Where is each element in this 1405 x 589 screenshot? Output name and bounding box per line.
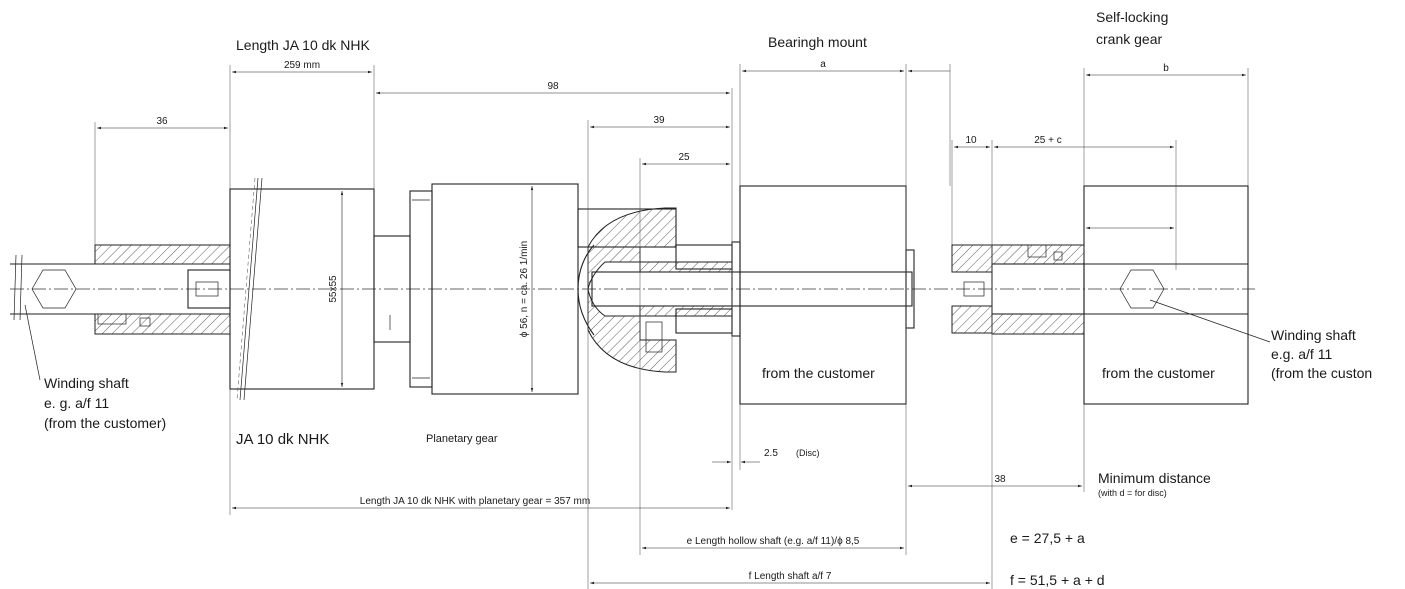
formula-f: f = 51,5 + a + d	[1010, 572, 1105, 588]
bearing-mount-label: Bearingh mount	[768, 34, 867, 50]
dim-39: 39	[653, 115, 665, 126]
dim-25: 25	[678, 152, 690, 163]
right-coupling	[951, 244, 1085, 335]
self-locking-label-1: Self-locking	[1096, 9, 1168, 25]
dim-phi-56: ϕ 56, n = ca. 26 1/min	[519, 241, 530, 338]
left-winding-shaft	[10, 244, 231, 381]
min-distance-label: Minimum distance	[1098, 470, 1211, 486]
formula-e: e = 27,5 + a	[1010, 530, 1085, 546]
planetary-gear-label: Planetary gear	[426, 433, 498, 445]
length-ja-top-label: Length JA 10 dk NHK	[236, 37, 371, 53]
dim-total-length: Length JA 10 dk NHK with planetary gear …	[360, 496, 590, 507]
dim-25-c: 25 + c	[1034, 135, 1062, 146]
dim-98: 98	[547, 81, 559, 92]
crank-gear-body	[1083, 185, 1271, 405]
dim-b: b	[1163, 63, 1169, 74]
dim-38: 38	[994, 474, 1006, 485]
ja-motor-label: JA 10 dk NHK	[236, 431, 329, 448]
dim-10: 10	[965, 135, 977, 146]
coupling-assembly	[577, 207, 985, 373]
dim-36: 36	[156, 116, 168, 127]
dim-f-length: f Length shaft a/f 7	[749, 571, 832, 582]
winding-right-label-2: e.g. a/f 11	[1271, 346, 1332, 362]
dim-2-5: 2.5	[764, 448, 778, 459]
dim-259: 259 mm	[284, 60, 320, 71]
dim-a: a	[820, 59, 826, 70]
from-customer-label-2: from the customer	[1102, 365, 1215, 381]
dimension-lines	[94, 64, 1249, 589]
dim-55x55: 55x55	[328, 275, 339, 303]
min-distance-sub-label: (with d = for disc)	[1098, 488, 1167, 498]
winding-right-label-1: Winding shaft	[1271, 327, 1356, 343]
winding-left-label-3: (from the customer)	[44, 415, 166, 431]
from-customer-label-1: from the customer	[762, 365, 875, 381]
winding-right-label-3: (from the custon	[1271, 365, 1372, 381]
self-locking-label-2: crank gear	[1096, 31, 1162, 47]
winding-left-label-1: Winding shaft	[44, 375, 129, 391]
disc-label: (Disc)	[796, 448, 820, 458]
dim-e-length: e Length hollow shaft (e.g. a/f 11)/ϕ 8,…	[687, 536, 860, 547]
winding-left-label-2: e. g. a/f 11	[44, 395, 109, 411]
